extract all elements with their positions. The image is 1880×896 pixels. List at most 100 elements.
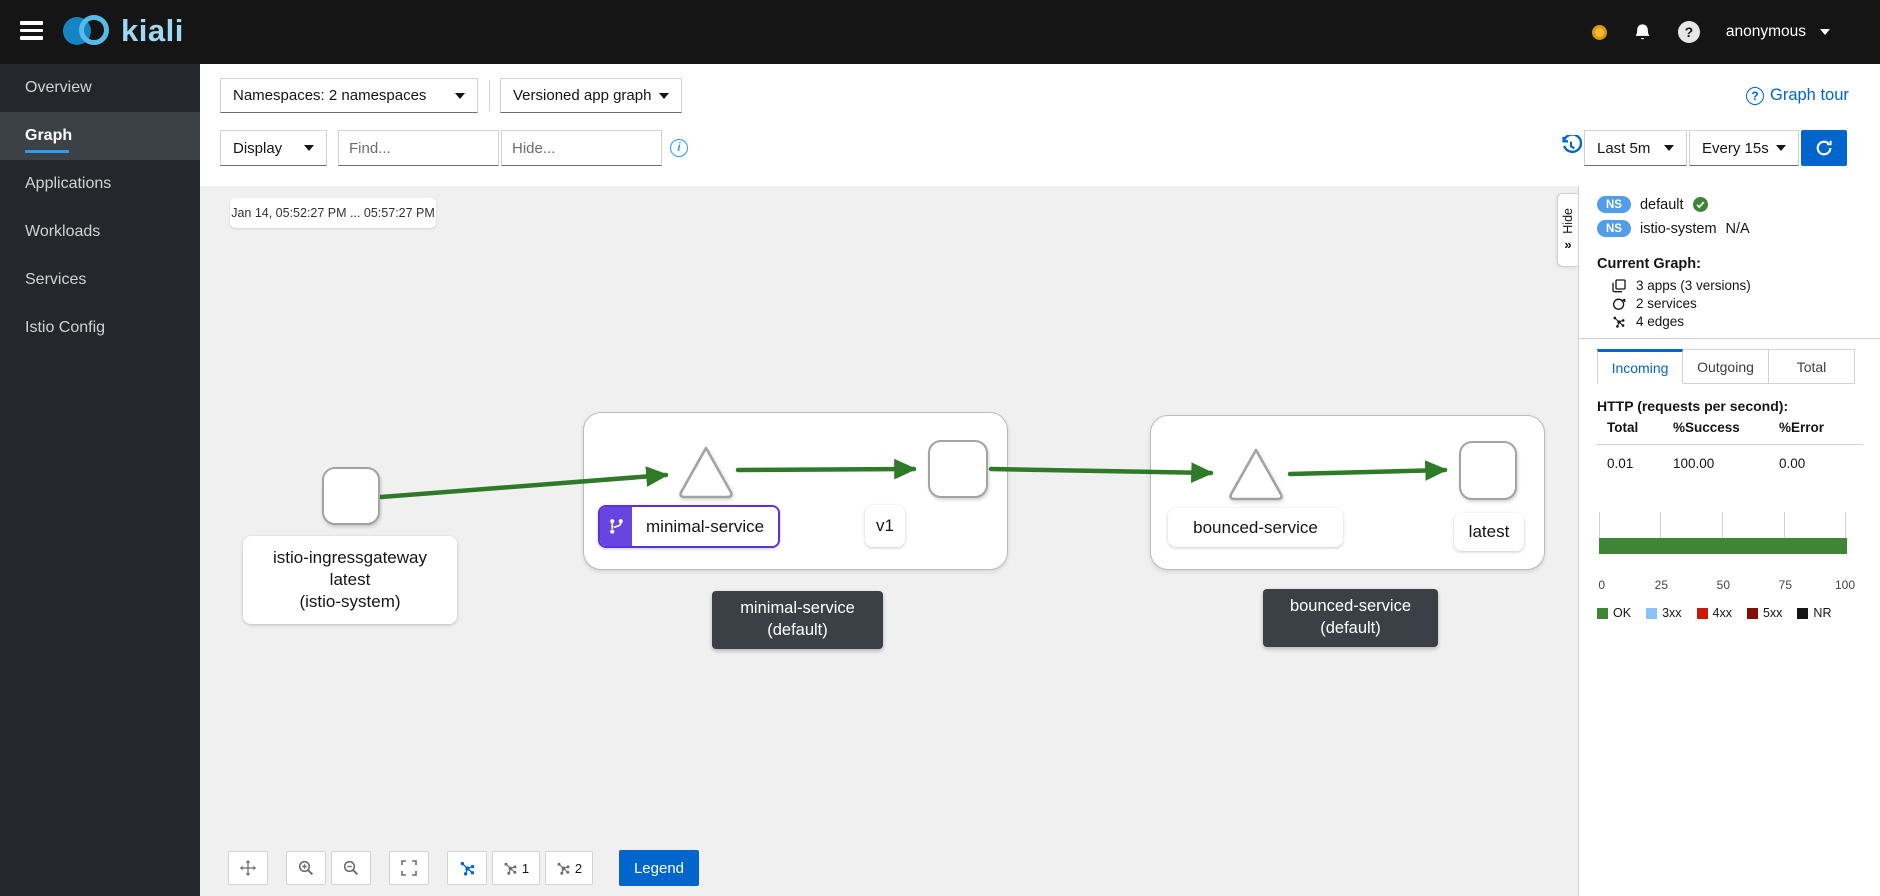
virtual-service-badge [600,507,632,546]
ingress-version: latest [329,569,371,589]
display-label: Display [233,139,283,157]
edge-minimal-to-v1[interactable] [735,458,917,480]
ok-traffic-bar [1599,538,1847,554]
masthead: kiali ? anonymous [0,0,1880,64]
node-minimal-service[interactable] [675,443,737,501]
sidebar-nav: Overview Graph Applications Workloads Se… [0,64,200,896]
pan-button[interactable] [228,851,268,885]
zoom-in-icon [298,860,314,876]
group2-namespace: (default) [1320,618,1381,637]
node-label-minimal-service[interactable]: minimal-service [598,505,781,548]
hide-label: Hide [1561,208,1575,234]
edge-v1-to-bounced[interactable] [988,462,1214,483]
zoom-in-button[interactable] [286,851,326,885]
group1-name: minimal-service [740,599,855,617]
stat-apps-label: 3 apps (3 versions) [1636,278,1751,293]
node-bounced-service[interactable] [1225,445,1287,503]
legend-label: 3xx [1662,606,1682,620]
node-istio-ingressgateway[interactable] [322,467,380,525]
http-table: Total %Success %Error 0.01 100.00 0.00 [1597,420,1863,471]
hide-input[interactable] [501,130,662,166]
node-latest[interactable] [1459,441,1517,500]
namespaces-dropdown[interactable]: Namespaces: 2 namespaces [220,78,478,113]
sidebar-item-services[interactable]: Services [25,271,87,288]
bell-icon[interactable] [1633,23,1652,42]
masthead-right: ? anonymous [1591,0,1830,64]
sidebar-item-istio-config[interactable]: Istio Config [25,319,106,336]
refresh-interval-label: Every 15s [1702,139,1769,157]
info-circle-icon[interactable]: i [670,139,688,157]
sync-icon [1816,140,1832,156]
user-menu[interactable]: anonymous [1726,23,1830,41]
refresh-interval-dropdown[interactable]: Every 15s [1689,130,1799,166]
legend-swatch [1696,607,1708,619]
tab-incoming[interactable]: Incoming [1597,349,1683,384]
node-v1[interactable] [928,440,988,498]
layout-default-button[interactable] [447,851,487,885]
hide-panel-toggle[interactable]: Hide » [1557,193,1578,267]
tick-25: 25 [1654,578,1669,592]
node-label-istio-ingressgateway[interactable]: istio-ingressgateway latest (istio-syste… [243,536,457,624]
history-icon[interactable] [1560,133,1583,162]
legend-button[interactable]: Legend [619,850,699,886]
namespace-name[interactable]: istio-system [1639,220,1717,237]
question-circle-icon[interactable]: ? [1677,21,1700,43]
layout-1-button[interactable]: 1 [492,851,540,885]
sidebar-item-workloads[interactable]: Workloads [25,223,101,240]
node-label-latest[interactable]: latest [1454,513,1524,551]
expand-icon [401,860,417,876]
edge-bounced-to-latest[interactable] [1287,460,1448,481]
legend-item-nr: NR [1797,606,1831,620]
sidebar-item-graph[interactable]: Graph [0,112,200,160]
stat-edges-label: 4 edges [1636,314,1685,329]
fit-to-screen-button[interactable] [389,851,429,885]
sidebar-item-applications[interactable]: Applications [25,175,112,192]
graph-type-label: Versioned app graph [513,87,652,104]
brand-text: kiali [121,13,184,48]
tab-total[interactable]: Total [1769,349,1855,384]
hamburger-icon[interactable] [20,21,43,44]
tick-75: 75 [1778,578,1793,592]
find-input[interactable] [338,130,499,166]
node-label-bounced-service[interactable]: bounced-service [1168,508,1343,547]
graph-type-dropdown[interactable]: Versioned app graph [500,78,682,113]
legend-label: OK [1613,606,1632,620]
legend-item-4xx: 4xx [1696,606,1732,620]
gridline [1722,512,1723,554]
tick-0: 0 [1598,578,1606,592]
refresh-button[interactable] [1801,130,1847,166]
sidebar-item-overview[interactable]: Overview [25,79,92,96]
tab-outgoing[interactable]: Outgoing [1683,349,1769,384]
col-error: %Error [1779,420,1825,435]
namespace-name[interactable]: default [1639,196,1684,213]
gridline [1784,512,1785,554]
layout-2-button[interactable]: 2 [545,851,593,885]
time-range-dropdown[interactable]: Last 5m [1584,130,1687,166]
kiali-logo: kiali [60,12,184,50]
traffic-bar-chart [1599,512,1847,554]
legend-label: 4xx [1712,606,1732,620]
chevron-down-icon [304,145,314,151]
edge-ingress-to-minimal[interactable] [378,466,669,500]
node-label-v1[interactable]: v1 [865,505,905,547]
graph-timestamp: Jan 14, 05:52:27 PM ... 05:57:27 PM [230,198,436,228]
ns-badge: NS [1597,196,1631,213]
layout-2-label: 2 [574,860,583,876]
chevron-down-icon [1820,29,1830,35]
graph-tour-link[interactable]: ? Graph tour [1746,86,1849,105]
display-dropdown[interactable]: Display [220,130,327,166]
summary-panel: NS default NS istio-system N/A Current G… [1578,186,1880,896]
chevron-down-icon [1776,145,1786,151]
group-label-minimal-service: minimal-service (default) [712,591,883,649]
zoom-out-icon [343,860,359,876]
edges-icon [1613,316,1625,328]
mesh-status-icon[interactable] [1591,24,1607,40]
zoom-out-button[interactable] [331,851,371,885]
legend-label: 5xx [1762,606,1783,620]
chevron-down-icon [659,92,669,99]
val-success: 100.00 [1673,456,1715,471]
topology-icon [557,862,570,875]
kiali-logo-icon [63,15,109,45]
double-chevron-icon: » [1564,236,1572,252]
graph-canvas[interactable]: Jan 14, 05:52:27 PM ... 05:57:27 PM isti… [200,186,1578,896]
